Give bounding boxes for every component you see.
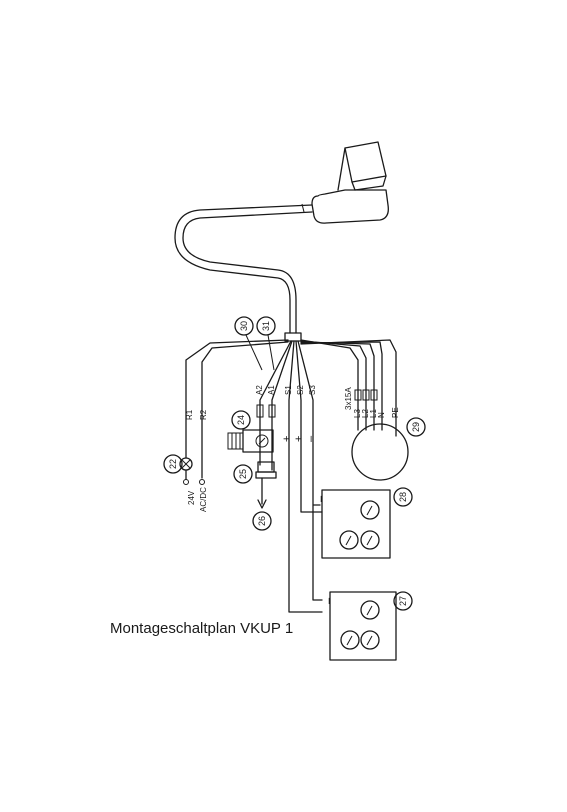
callout-24: 24 [231,410,251,430]
minus-sign-27: – [323,597,335,604]
supply-type-label: AC/DC [199,487,208,512]
minus-sign-s3: – [305,435,317,442]
wire-label-s2: S2 [296,385,305,395]
wires-center [259,340,323,613]
lamp [179,457,205,485]
svg-text:30: 30 [239,321,249,331]
wire-label-pe: PE [391,407,400,418]
svg-text:28: 28 [398,492,408,502]
wire-label-s1: S1 [284,385,293,395]
minus-sign-28: – [315,495,327,502]
panel-28 [321,489,391,559]
wire-label-a2: A2 [255,385,264,395]
svg-text:22: 22 [168,459,178,469]
callout-28: 28 [393,487,413,507]
fuse-rating-label: 3x15A [344,387,353,410]
wires-right [300,339,397,437]
callout-27: 27 [393,591,413,611]
plus-sign-s2: + [293,436,305,442]
callout-31: 31 [256,316,276,371]
svg-text:27: 27 [398,596,408,606]
wire-label-s3: S3 [308,385,317,395]
callout-30: 30 [234,316,263,371]
wire-label-l2: L2 [361,409,370,418]
svg-text:29: 29 [411,422,421,432]
panel-27 [329,591,397,661]
wire-label-r1: R1 [185,409,194,420]
motor-circle [351,423,409,481]
callout-25: 25 [233,464,253,484]
main-cable [174,203,313,334]
wire-label-r2: R2 [199,409,208,420]
supply-voltage-label: 24V [187,490,196,505]
svg-text:25: 25 [238,469,248,479]
junction-box [284,332,302,342]
wire-label-l1: L1 [369,409,378,418]
fuses [354,389,378,401]
callout-26: 26 [252,511,272,531]
svg-text:26: 26 [257,516,267,526]
wire-label-l3: L3 [353,409,362,418]
drive-unit [311,141,389,224]
transformer [227,429,274,453]
svg-text:24: 24 [236,415,246,425]
callout-29: 29 [406,417,426,437]
relay [255,461,277,509]
fuses-a [256,404,276,418]
callout-22: 22 [163,454,183,474]
wire-label-a1: A1 [267,385,276,395]
diagram-title: Montageschaltplan VKUP 1 [110,620,294,637]
svg-text:31: 31 [261,321,271,331]
plus-sign-s1: + [281,436,293,442]
wire-label-n: N [377,412,386,418]
